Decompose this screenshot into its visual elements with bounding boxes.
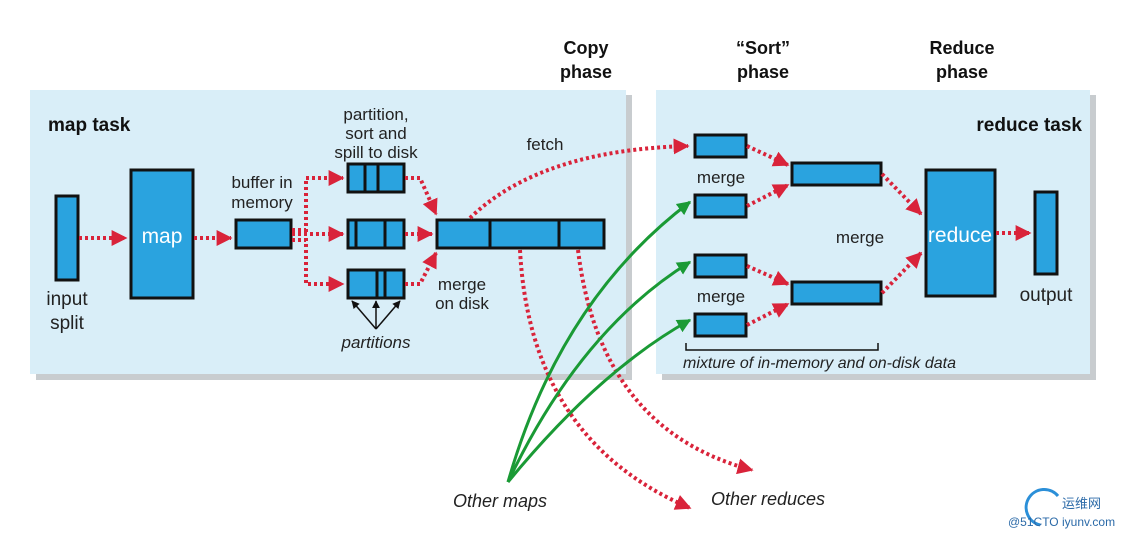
reduce-segment-3	[693, 253, 748, 279]
arrow-seg3-to-merged-bottom	[746, 264, 790, 286]
spill-file-1	[346, 162, 406, 194]
mixture-bracket	[685, 343, 879, 351]
merge-label-middle: merge	[836, 228, 884, 247]
reduce-task-title: reduce task	[976, 115, 1082, 136]
arrow-buffer-to-spill-1	[292, 170, 345, 232]
phase-sort-line2: phase	[737, 62, 789, 82]
merged-segment-bottom	[790, 280, 883, 306]
spill-label-3: spill to disk	[334, 143, 418, 162]
reduce-label: reduce	[928, 224, 992, 247]
phase-reduce-header: Reduce phase	[929, 38, 994, 82]
reduce-function-block	[924, 168, 997, 298]
phase-copy-header: Copy phase	[560, 38, 612, 82]
green-arrow-other-map-2	[506, 260, 692, 483]
spill-label-1: partition,	[343, 105, 408, 124]
arrow-spill-1-to-merge	[405, 176, 438, 216]
arrow-to-other-reduce-1	[518, 249, 692, 510]
merge-on-disk-label-2: on disk	[435, 294, 489, 313]
merge-label-top: merge	[697, 168, 745, 187]
watermark-line2: @51CTO iyunv.com	[1008, 515, 1115, 529]
phase-sort-header: “Sort” phase	[736, 38, 790, 82]
map-function-block	[129, 168, 195, 300]
arrow-fetch-to-reduce	[468, 138, 690, 220]
partitions-label: partitions	[341, 333, 411, 352]
other-maps-label: Other maps	[453, 491, 547, 511]
arrow-seg4-to-merged-bottom	[746, 302, 790, 327]
partitions-pointers	[351, 300, 401, 330]
spill-file-3	[346, 268, 406, 300]
fetch-label: fetch	[527, 135, 564, 154]
arrow-buffer-to-spill-3	[292, 238, 345, 292]
arrow-spill-3-to-merge	[405, 251, 438, 286]
arrow-to-other-reduce-2	[576, 249, 754, 475]
output-label: output	[1020, 285, 1074, 306]
spill-file-2	[346, 218, 406, 250]
phase-reduce-line2: phase	[936, 62, 988, 82]
output-block	[1033, 190, 1059, 276]
phase-sort-line1: “Sort”	[736, 38, 790, 58]
reduce-segment-2	[693, 193, 748, 219]
green-arrow-other-map-3	[506, 318, 692, 483]
mixture-label: mixture of in-memory and on-disk data	[683, 355, 956, 372]
merge-label-bottom: merge	[697, 287, 745, 306]
watermark-line1: 运维网	[1062, 496, 1101, 511]
spill-label-2: sort and	[345, 124, 406, 143]
reduce-segment-4	[693, 312, 748, 338]
input-split-block	[54, 194, 80, 282]
input-split-label-2: split	[50, 313, 85, 334]
phase-copy-line1: Copy	[564, 38, 609, 58]
green-arrow-other-map-1	[506, 200, 692, 483]
memory-buffer-block	[234, 218, 293, 250]
other-reduces-label: Other reduces	[711, 489, 825, 509]
map-label: map	[142, 225, 183, 248]
watermark: 运维网 @51CTO iyunv.com	[1008, 488, 1115, 529]
phase-reduce-line1: Reduce	[929, 38, 994, 58]
merge-on-disk-label-1: merge	[438, 275, 486, 294]
merged-map-output	[435, 218, 606, 250]
buffer-label-2: memory	[231, 193, 293, 212]
reduce-segment-1	[693, 133, 748, 159]
arrow-seg1-to-merged-top	[746, 144, 790, 167]
buffer-label-1: buffer in	[231, 173, 292, 192]
map-task-title: map task	[48, 115, 131, 136]
merged-segment-top	[790, 161, 883, 187]
arrow-seg2-to-merged-top	[746, 183, 790, 208]
phase-copy-line2: phase	[560, 62, 612, 82]
watermark-logo-icon	[1024, 488, 1060, 527]
input-split-label-1: input	[46, 289, 88, 310]
